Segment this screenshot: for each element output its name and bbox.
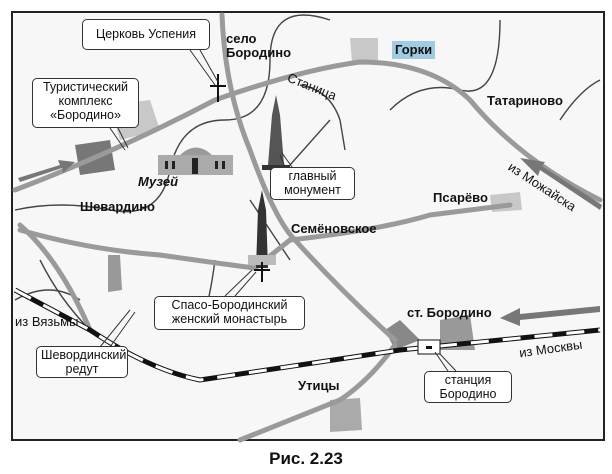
church-cross-icon — [210, 74, 270, 282]
railway — [13, 287, 601, 383]
callout-pointers — [99, 49, 457, 372]
label-utitsy: Утицы — [298, 378, 340, 393]
direction-arrows — [18, 158, 602, 326]
label-psarevo: Псарёво — [433, 190, 488, 205]
callout-church: Церковь Успения — [82, 19, 210, 50]
figure-caption: Рис. 2.23 — [269, 449, 343, 468]
label-gorki: Горки — [392, 41, 436, 59]
label-semenovskoe: Семёновское — [291, 221, 377, 236]
roads — [12, 12, 603, 443]
label-st-borodino: ст. Бородино — [407, 305, 492, 320]
label-shevardino: Шевардино — [80, 199, 155, 214]
museum-icon — [158, 147, 233, 175]
monastery-bell-tower-icon — [248, 190, 276, 268]
label-tatarinovo: Татариново — [487, 93, 563, 108]
label-iz-vyazmy: из Вязьмы — [15, 314, 79, 329]
label-museum: Музей — [138, 174, 179, 189]
